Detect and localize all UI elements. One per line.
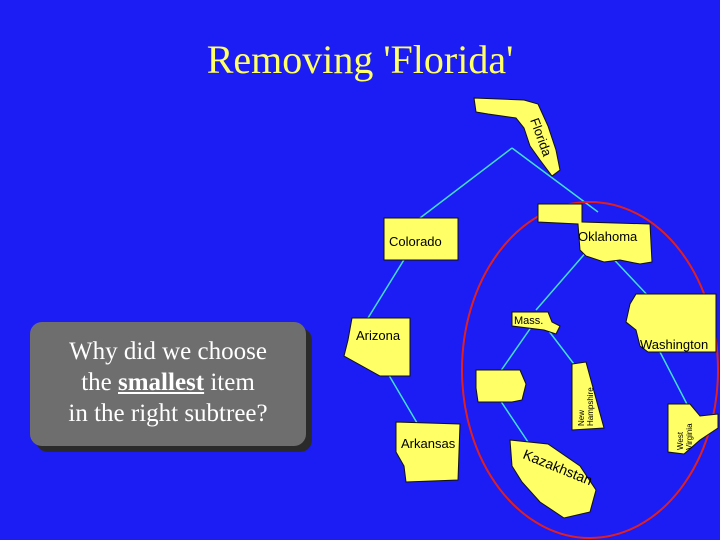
west-virginia-text: West Virginia — [676, 423, 694, 450]
node-new-hampshire: New Hampshire — [571, 361, 605, 431]
node-arizona: Arizona — [343, 317, 411, 377]
node-mass: Mass. — [511, 311, 561, 335]
oklahoma-label: Oklahoma — [578, 229, 638, 244]
new-hampshire-text: New Hampshire — [577, 387, 595, 426]
west-virginia-label-1: West — [676, 431, 685, 450]
edge-colorado-arizona — [367, 249, 411, 319]
node-washington: Washington — [625, 293, 717, 353]
slide-title: Removing 'Florida' — [206, 37, 514, 82]
arkansas-label: Arkansas — [401, 436, 456, 451]
edge-washington-west-virginia — [659, 351, 691, 411]
florida-shape — [473, 97, 561, 177]
kazakhstan-shape — [509, 439, 597, 519]
tree-edges — [367, 147, 691, 446]
west-virginia-shape — [667, 403, 719, 455]
node-florida: Florida — [473, 97, 561, 177]
callout-emphasis: smallest — [118, 369, 205, 396]
node-iowa — [475, 369, 527, 403]
mass-shape — [511, 311, 561, 335]
callout-line-2: the smallest item — [30, 367, 306, 398]
callout-box: Why did we choose the smallest item in t… — [30, 322, 306, 446]
callout-line-3: in the right subtree? — [68, 400, 268, 427]
node-arkansas: Arkansas — [395, 421, 461, 483]
colorado-label: Colorado — [389, 234, 442, 249]
washington-shape — [625, 293, 717, 353]
node-kazakhstan: Kazakhstan — [509, 439, 597, 519]
iowa-shape — [475, 369, 527, 403]
node-colorado: Colorado — [383, 217, 459, 261]
callout-line-2-suffix: item — [204, 369, 255, 396]
node-west-virginia: West Virginia — [667, 403, 719, 455]
mass-label: Mass. — [514, 315, 543, 327]
arizona-shape — [343, 317, 411, 377]
oklahoma-shape — [537, 203, 653, 265]
edge-oklahoma-mass — [535, 249, 589, 311]
arizona-label: Arizona — [356, 328, 401, 343]
callout-line-2-prefix: the — [81, 369, 118, 396]
new-hampshire-label-1: New — [577, 410, 586, 426]
arkansas-shape — [395, 421, 461, 483]
node-oklahoma: Oklahoma — [537, 203, 653, 265]
right-subtree-highlight — [461, 201, 719, 539]
callout-line-1: Why did we choose — [69, 338, 267, 365]
new-hampshire-label-2: Hampshire — [586, 387, 595, 426]
new-hampshire-shape — [571, 361, 605, 431]
west-virginia-label-2: Virginia — [685, 423, 694, 450]
edge-mass-iowa — [499, 325, 533, 373]
question-callout: Why did we choose the smallest item in t… — [30, 322, 312, 452]
washington-label: Washington — [640, 337, 708, 352]
edge-iowa-kazakhstan — [499, 399, 531, 446]
edge-florida-colorado — [419, 147, 513, 219]
colorado-shape — [383, 217, 459, 261]
